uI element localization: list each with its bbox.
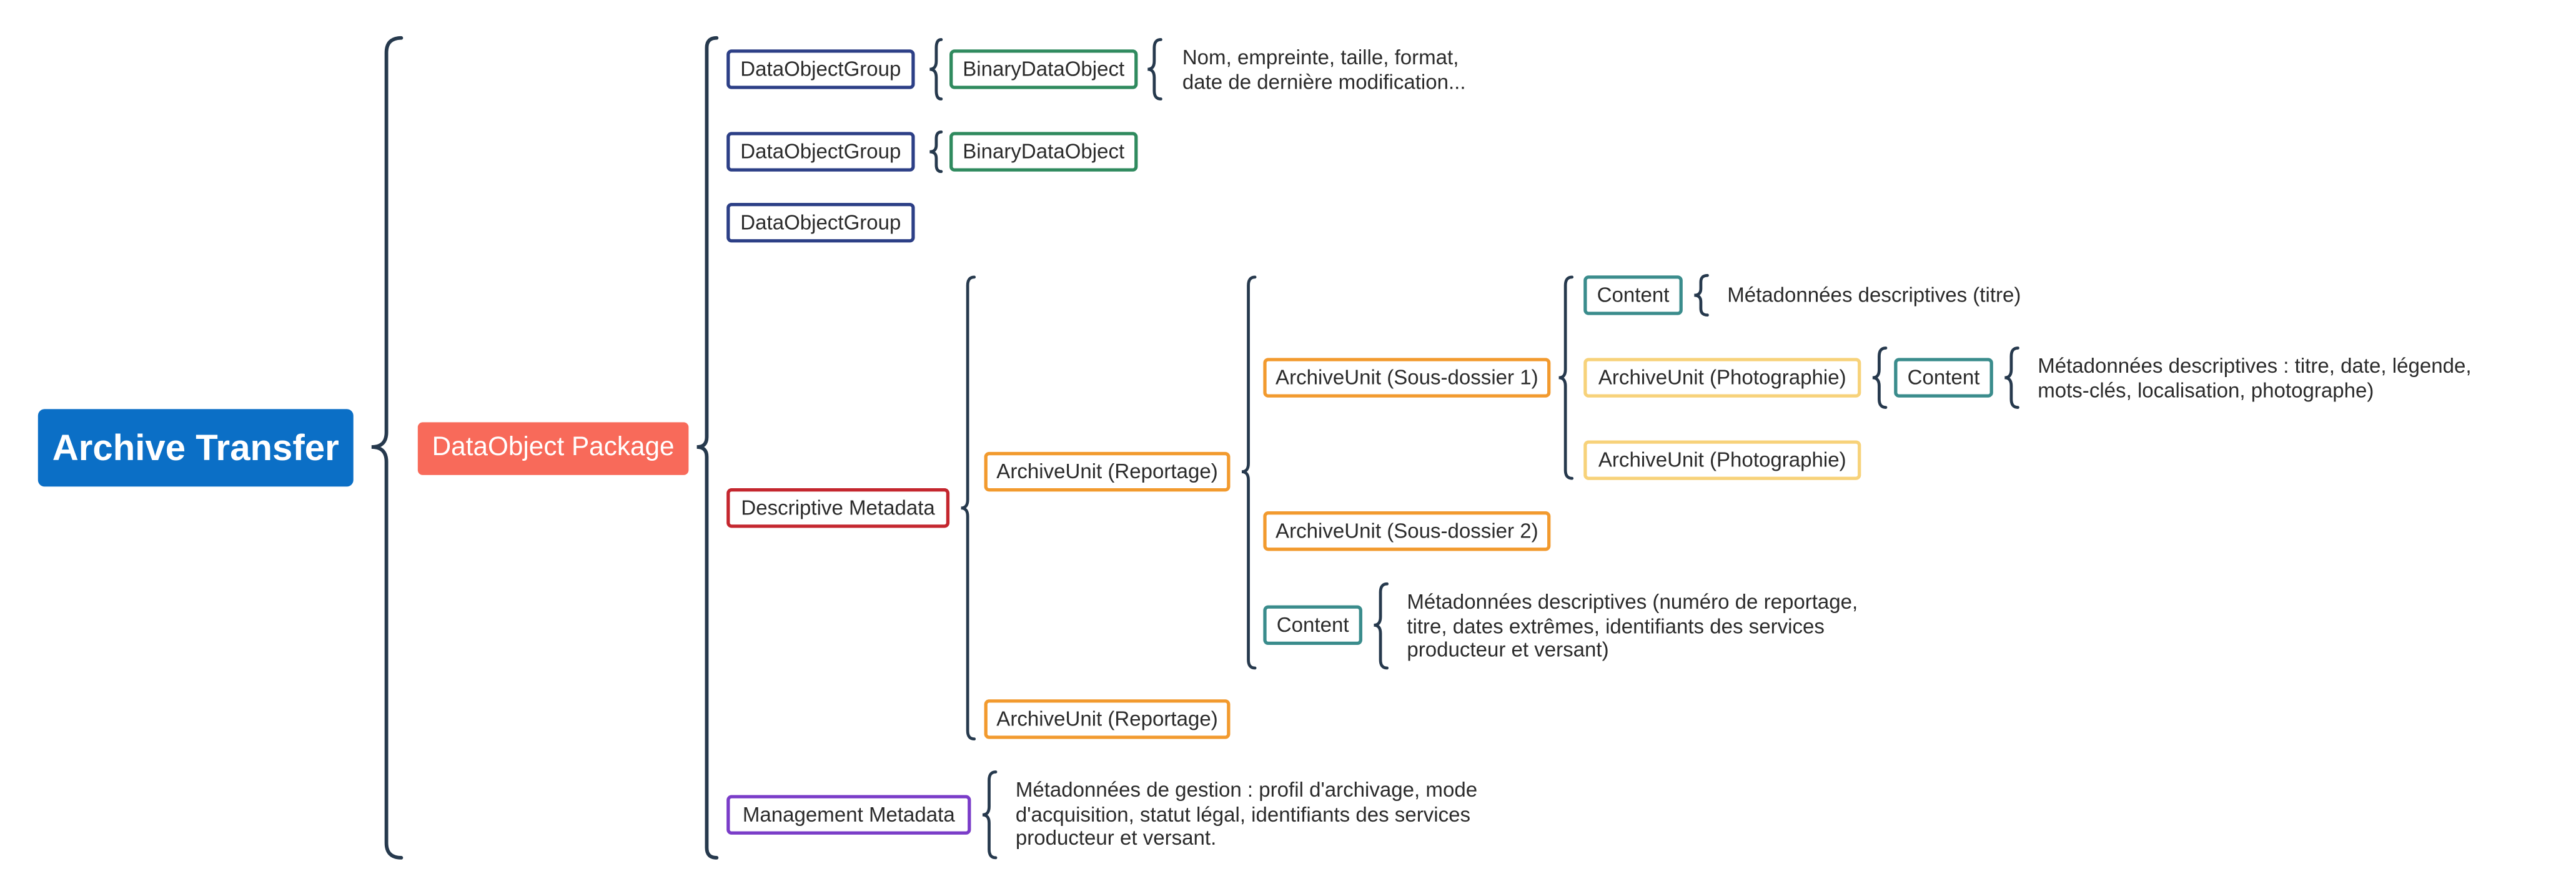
brace-photographie bbox=[1872, 346, 1888, 409]
content-node-photographie[interactable]: Content bbox=[1894, 358, 1993, 398]
dataobjectgroup-node-1[interactable]: DataObjectGroup bbox=[726, 49, 915, 89]
binarydataobject-note: Nom, empreinte, taille, format, date de … bbox=[1182, 46, 1466, 94]
dataobject-package-node[interactable]: DataObject Package bbox=[417, 422, 689, 475]
brace-reportage bbox=[1241, 275, 1257, 670]
management-metadata-note: Métadonnées de gestion : profil d'archiv… bbox=[1015, 779, 1478, 850]
brace-content-reportage bbox=[1374, 582, 1389, 670]
brace-bdo-1 bbox=[1147, 38, 1162, 101]
archiveunit-reportage-node-1[interactable]: ArchiveUnit (Reportage) bbox=[984, 451, 1231, 492]
dataobjectgroup-node-3[interactable]: DataObjectGroup bbox=[726, 202, 915, 243]
brace-content-photo bbox=[2004, 346, 2019, 409]
content-photographie-note: Métadonnées descriptives : titre, date, … bbox=[2038, 355, 2472, 402]
archive-transfer-node[interactable]: Archive Transfer bbox=[37, 409, 354, 487]
brace-dog-2 bbox=[929, 130, 943, 174]
brace-descriptive bbox=[961, 275, 976, 741]
archiveunit-sous-dossier-2-node[interactable]: ArchiveUnit (Sous-dossier 2) bbox=[1263, 511, 1551, 551]
dataobjectgroup-node-2[interactable]: DataObjectGroup bbox=[726, 132, 915, 172]
brace-content-titre bbox=[1694, 273, 1709, 317]
archiveunit-sous-dossier-1-node[interactable]: ArchiveUnit (Sous-dossier 1) bbox=[1263, 358, 1551, 398]
binarydataobject-node-1[interactable]: BinaryDataObject bbox=[949, 49, 1138, 89]
brace-root bbox=[371, 36, 404, 860]
brace-package bbox=[696, 36, 719, 860]
content-node-titre[interactable]: Content bbox=[1583, 275, 1683, 315]
content-titre-note: Métadonnées descriptives (titre) bbox=[1727, 283, 2021, 307]
archiveunit-photographie-node-1[interactable]: ArchiveUnit (Photographie) bbox=[1583, 358, 1861, 398]
brace-management bbox=[982, 770, 998, 860]
archiveunit-reportage-node-2[interactable]: ArchiveUnit (Reportage) bbox=[984, 699, 1231, 739]
content-reportage-note: Métadonnées descriptives (numéro de repo… bbox=[1407, 590, 1858, 662]
brace-dog-1 bbox=[929, 38, 943, 101]
binarydataobject-node-2[interactable]: BinaryDataObject bbox=[949, 132, 1138, 172]
brace-sous-dossier bbox=[1558, 275, 1574, 480]
descriptive-metadata-node[interactable]: Descriptive Metadata bbox=[726, 488, 950, 528]
content-node-reportage[interactable]: Content bbox=[1263, 605, 1362, 646]
archiveunit-photographie-node-2[interactable]: ArchiveUnit (Photographie) bbox=[1583, 440, 1861, 480]
management-metadata-node[interactable]: Management Metadata bbox=[726, 795, 971, 835]
